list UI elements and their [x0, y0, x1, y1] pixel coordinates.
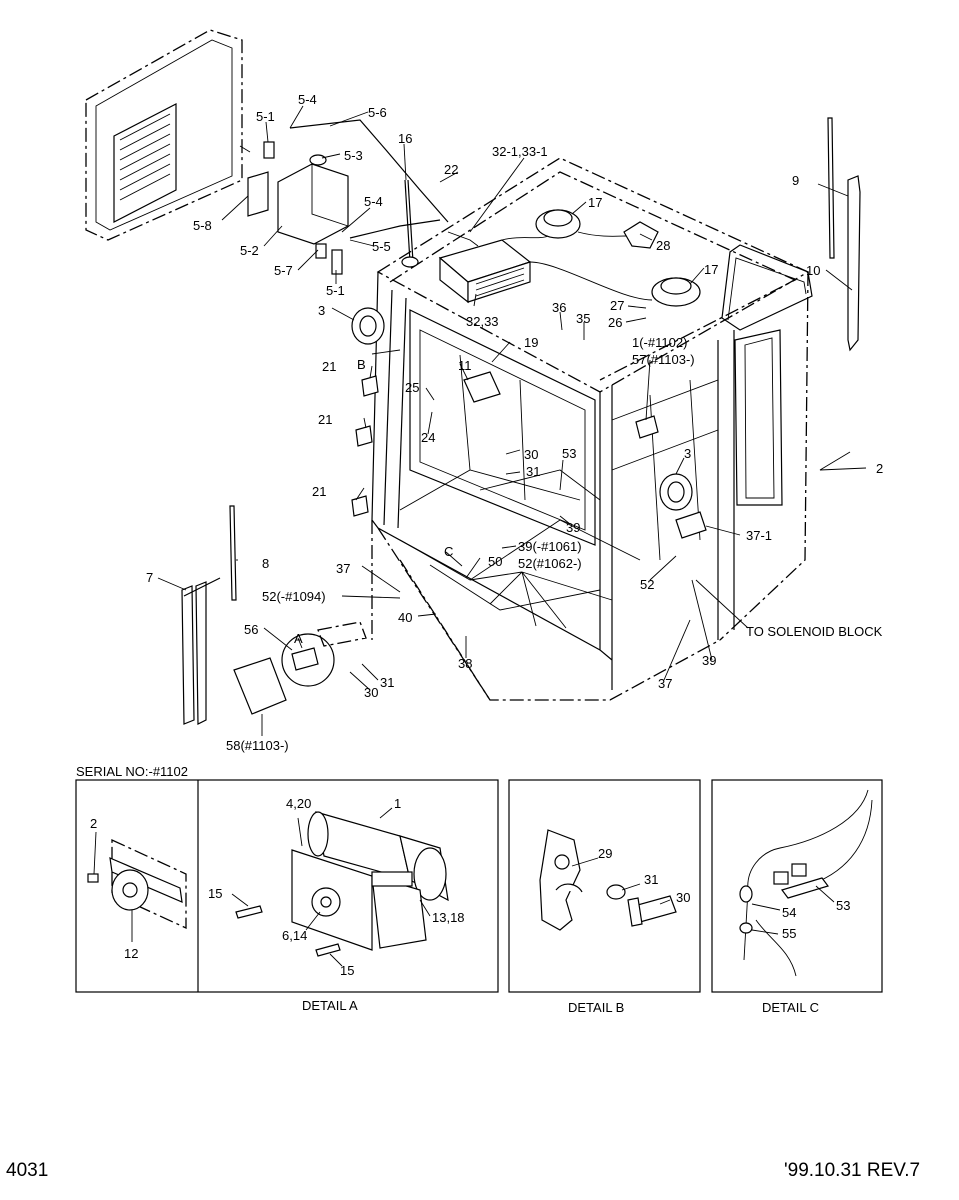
- callout-38: 38: [458, 656, 472, 671]
- cab-frame: [371, 157, 813, 701]
- callout-35: 35: [576, 311, 590, 326]
- callout-1-1102: 1(-#1102): [632, 335, 687, 350]
- detail-c-caption: DETAIL C: [762, 1000, 819, 1015]
- callout-5-5: 5-5: [372, 239, 391, 254]
- callout-40: 40: [398, 610, 412, 625]
- callout-21b: 21: [318, 412, 332, 427]
- callout-24: 24: [421, 430, 435, 445]
- callout-A: A: [294, 631, 303, 646]
- revision-date: '99.10.31 REV.7: [784, 1160, 920, 1181]
- detail-b-callout-30: 30: [676, 890, 690, 905]
- detail-a-panel: 2 4,20 1 15 13,18 6,14 15 12 DETAIL A: [75, 779, 499, 1013]
- callout-3a: 3: [318, 303, 325, 318]
- callout-B: B: [357, 357, 366, 372]
- callout-5-4b: 5-4: [364, 194, 383, 209]
- callout-11: 11: [458, 358, 472, 373]
- callout-17a: 17: [588, 195, 602, 210]
- detail-c-callout-55: 55: [782, 926, 796, 941]
- callout-28: 28: [656, 238, 670, 253]
- fuse-box-assembly: [85, 29, 243, 241]
- callout-26: 26: [608, 315, 622, 330]
- callout-32-1-33-1: 32-1,33-1: [492, 144, 548, 159]
- detail-b-caption: DETAIL B: [568, 1000, 624, 1015]
- callout-32-33: 32,33: [466, 314, 499, 329]
- callout-31b: 31: [380, 675, 394, 690]
- callout-52-1062: 52(#1062-): [518, 556, 582, 571]
- callout-30b: 30: [364, 685, 378, 700]
- washer-tank: [239, 119, 449, 275]
- callout-5-1: 5-1: [256, 109, 275, 124]
- callout-36: 36: [552, 300, 566, 315]
- callout-5-2: 5-2: [240, 243, 259, 258]
- detail-b-callout-29: 29: [598, 846, 612, 861]
- callout-50: 50: [488, 554, 502, 569]
- callout-19: 19: [524, 335, 538, 350]
- callout-7: 7: [146, 570, 153, 585]
- detail-a-callout-1: 1: [394, 796, 401, 811]
- callout-30a: 30: [524, 447, 538, 462]
- callout-27: 27: [610, 298, 624, 313]
- callout-17b: 17: [704, 262, 718, 277]
- callout-57: 57(#1103-): [632, 352, 695, 367]
- callout-53: 53: [562, 446, 576, 461]
- callout-58: 58(#1103-): [226, 738, 289, 753]
- callout-39b: 39: [702, 653, 716, 668]
- detail-c-panel: 53 54 55 DETAIL C: [711, 779, 883, 1015]
- detail-a-callout-15a: 15: [208, 886, 222, 901]
- callout-39a: 39: [566, 520, 580, 535]
- detail-a-caption: DETAIL A: [302, 998, 358, 1013]
- wiper-arm-front: [181, 505, 237, 725]
- callout-2: 2: [876, 461, 883, 476]
- callout-37-1: 37-1: [746, 528, 772, 543]
- callout-labels: 5-1 5-4 5-6 5-3 16 32-1,33-1 22 5-4 5-8 …: [146, 92, 883, 753]
- callout-5-7: 5-7: [274, 263, 293, 278]
- callout-5-6: 5-6: [368, 105, 387, 120]
- callout-22: 22: [444, 162, 458, 177]
- detail-c-callout-53: 53: [836, 898, 850, 913]
- callout-C: C: [444, 544, 453, 559]
- callout-52: 52: [640, 577, 654, 592]
- callout-5-4: 5-4: [298, 92, 317, 107]
- callout-56: 56: [244, 622, 258, 637]
- callout-16: 16: [398, 131, 412, 146]
- callout-37a: 37: [336, 561, 350, 576]
- callout-21c: 21: [312, 484, 326, 499]
- leader-lines: [157, 105, 867, 736]
- wiper-arm-rear: [827, 117, 861, 352]
- detail-b-callout-31: 31: [644, 872, 658, 887]
- serial-no-note: SERIAL NO:-#1102: [76, 764, 188, 779]
- callout-37b: 37: [658, 676, 672, 691]
- detail-a-callout-12: 12: [124, 946, 138, 961]
- roof-components: [351, 179, 707, 539]
- callout-3b: 3: [684, 446, 691, 461]
- callout-to-solenoid-block: TO SOLENOID BLOCK: [746, 624, 883, 639]
- detail-a-callout-2: 2: [90, 816, 97, 831]
- callout-5-1b: 5-1: [326, 283, 345, 298]
- detail-c-callout-54: 54: [782, 905, 796, 920]
- interior-light: [463, 371, 501, 403]
- detail-a-callout-6-14: 6,14: [282, 928, 307, 943]
- callout-9: 9: [792, 173, 799, 188]
- detail-b-panel: 29 31 30 DETAIL B: [508, 779, 701, 1015]
- callout-10: 10: [806, 263, 820, 278]
- callout-21a: 21: [322, 359, 336, 374]
- detail-a-callout-15b: 15: [340, 963, 354, 978]
- callout-5-3: 5-3: [344, 148, 363, 163]
- callout-52-1094: 52(-#1094): [262, 589, 326, 604]
- callout-39-1061: 39(-#1061): [518, 539, 582, 554]
- callout-25: 25: [405, 380, 419, 395]
- callout-31a: 31: [526, 464, 540, 479]
- detail-a-callout-13-18: 13,18: [432, 910, 465, 925]
- callout-5-8: 5-8: [193, 218, 212, 233]
- wiper-motor-bracket: [233, 621, 367, 715]
- callout-8: 8: [262, 556, 269, 571]
- page-number: 4031: [6, 1160, 48, 1181]
- detail-a-callout-4-20: 4,20: [286, 796, 311, 811]
